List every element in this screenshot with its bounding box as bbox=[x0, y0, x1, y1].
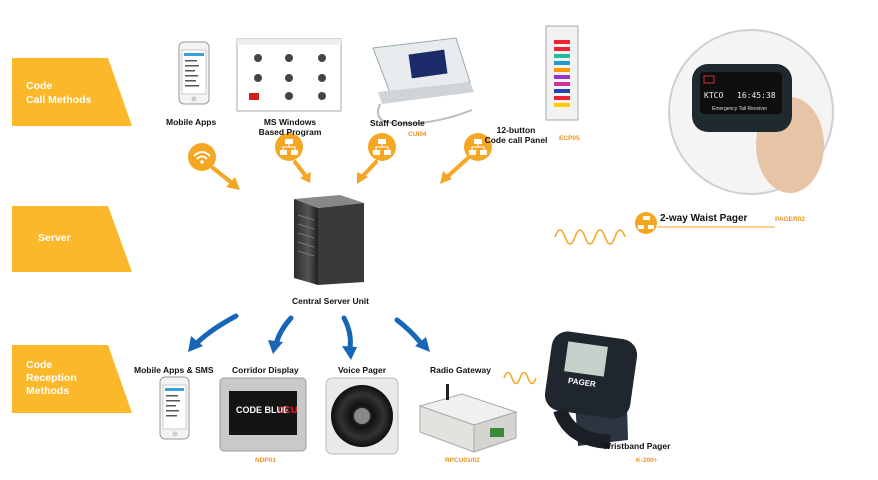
blue-arrow bbox=[194, 313, 423, 351]
corridor-display-code: NDP01 bbox=[255, 457, 276, 464]
mobile-apps-label: Mobile Apps bbox=[166, 117, 217, 127]
blue-arrow-head bbox=[188, 336, 430, 360]
network-icon bbox=[635, 212, 657, 234]
ms-windows-label: MS Windows Based Program bbox=[250, 117, 330, 138]
signal-wave bbox=[554, 229, 626, 245]
wristband-label: Wristband Pager bbox=[603, 441, 671, 451]
voice-pager-icon bbox=[325, 377, 399, 455]
tab-text-line: Methods bbox=[26, 385, 70, 397]
network-icon bbox=[464, 133, 492, 161]
pager-screen-text: KTCO bbox=[704, 91, 724, 100]
tab-text-line: Reception bbox=[26, 372, 77, 384]
staff-console-label: Staff Console bbox=[370, 118, 425, 128]
mobile-phone-icon bbox=[178, 41, 210, 105]
wristband-code: K-200+ bbox=[636, 457, 658, 464]
network-icon bbox=[275, 133, 303, 161]
panel-code: ECP05 bbox=[559, 135, 580, 142]
windows-program-screenshot bbox=[236, 38, 342, 112]
wifi-icon bbox=[188, 143, 216, 171]
tab-text-line: Server bbox=[38, 232, 71, 244]
pager-code: PAGER02 bbox=[775, 216, 805, 223]
server-label: Central Server Unit bbox=[292, 296, 369, 306]
pager-screen-caption: Emergency Tail Receiver bbox=[712, 106, 768, 112]
mobile-phone-icon bbox=[159, 376, 190, 440]
radio-gateway-code: RPCU01/02 bbox=[445, 457, 480, 464]
corridor-display-label: Corridor Display bbox=[232, 365, 299, 375]
panel-label: 12-button Code call Panel bbox=[476, 125, 556, 146]
corridor-screen-text-alert: CCU bbox=[278, 405, 298, 415]
radio-gateway-icon bbox=[418, 384, 518, 453]
orange-arrow-head bbox=[226, 171, 452, 190]
pager-screen-time: 16:45:38 bbox=[737, 91, 776, 100]
section-tab-call-methods: Code Call Methods bbox=[12, 58, 132, 126]
staff-console-code: CUI04 bbox=[408, 131, 427, 138]
tab-text-line: Code bbox=[26, 359, 53, 371]
network-icon bbox=[368, 133, 396, 161]
corridor-screen-text: CODE BLUE bbox=[236, 405, 290, 415]
voice-pager-label: Voice Pager bbox=[338, 365, 387, 375]
panel-label-line: 12-button bbox=[496, 125, 536, 135]
tab-text-line: Call Methods bbox=[26, 94, 92, 106]
section-tab-reception: Code Reception Methods bbox=[12, 345, 132, 413]
ms-windows-label-line: Based Program bbox=[258, 126, 322, 137]
orange-arrow bbox=[211, 156, 470, 185]
code-call-panel-icon bbox=[545, 25, 579, 121]
signal-wave bbox=[503, 371, 537, 385]
pager-label: 2-way Waist Pager bbox=[660, 213, 748, 224]
tab-text-line: Code bbox=[26, 80, 53, 92]
wristband-pager-icon bbox=[544, 331, 638, 449]
staff-console-icon bbox=[372, 37, 474, 125]
ms-windows-label-line: MS Windows bbox=[263, 117, 317, 127]
radio-gateway-label: Radio Gateway bbox=[430, 365, 491, 375]
waist-pager-photo bbox=[668, 29, 834, 195]
corridor-display-icon bbox=[219, 377, 307, 452]
mobile-sms-label: Mobile Apps & SMS bbox=[134, 365, 214, 375]
server-tower-icon bbox=[294, 195, 364, 285]
panel-label-line: Code call Panel bbox=[484, 134, 548, 145]
section-tab-server: Server bbox=[12, 206, 132, 272]
